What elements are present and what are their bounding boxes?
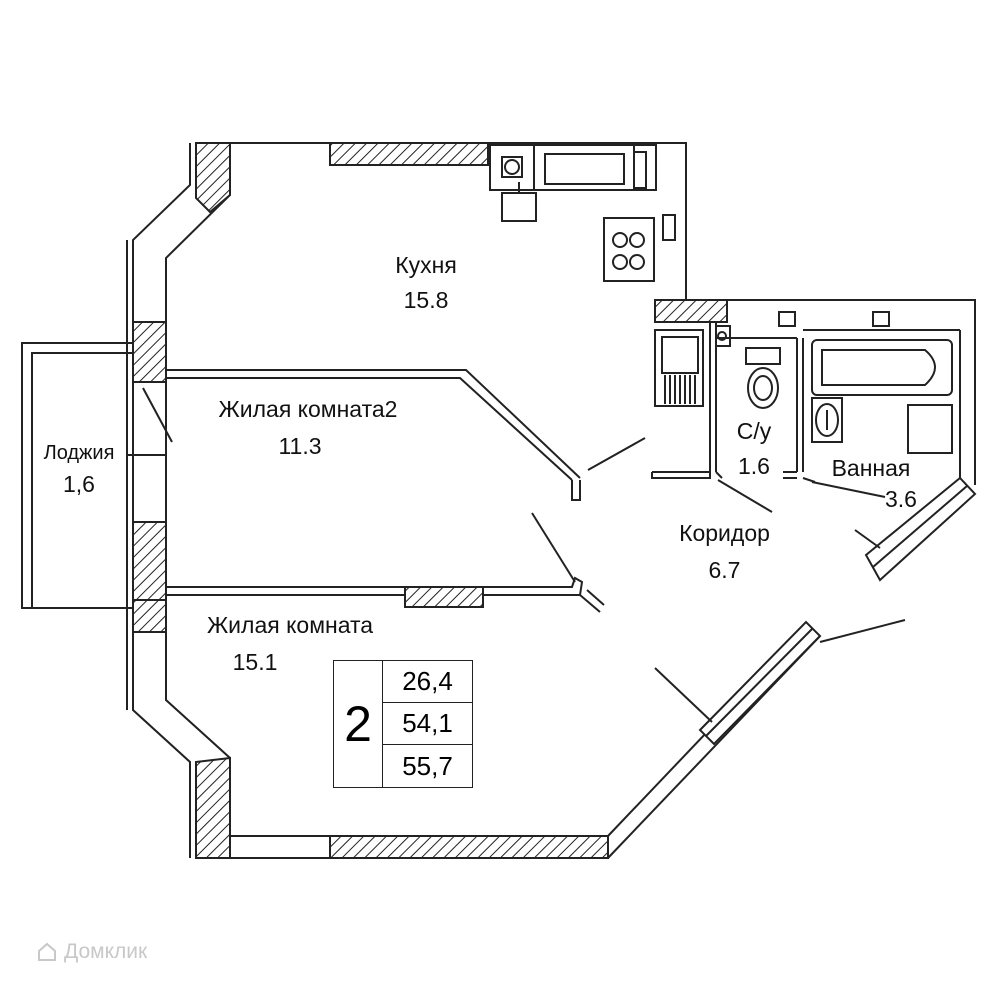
bath-name: Ванная (831, 455, 911, 481)
total-area-with-loggia: 55,7 (382, 744, 473, 788)
corridor-area: 6.7 (708, 557, 741, 583)
loggia-label: Лоджия 1,6 (34, 442, 124, 498)
main-outline (230, 142, 821, 859)
total-area: 54,1 (382, 702, 473, 745)
living2-area: 11.3 (278, 433, 322, 459)
watermark: Домклик (36, 940, 147, 964)
living2-name: Жилая комната2 (218, 396, 398, 422)
house-icon (38, 942, 56, 961)
loggia-name: Лоджия (43, 442, 115, 464)
living-label: Жилая комната 15.1 (180, 612, 400, 676)
interior-walls (166, 369, 906, 723)
wc-name: С/у (736, 418, 772, 444)
window-right-diagonal (698, 620, 822, 746)
area-legend: 2 26,4 54,1 55,7 (333, 660, 473, 788)
living2-label: Жилая комната2 11.3 (188, 396, 428, 460)
kitchen-fixtures (489, 144, 704, 407)
bath-label: Ванная 3.6 (816, 455, 926, 513)
living-area: 15.1 (232, 649, 278, 675)
wc-area: 1.6 (738, 453, 770, 479)
outer-wall-left-bay (126, 143, 231, 858)
kitchen-name: Кухня (395, 252, 457, 278)
kitchen-label: Кухня 15.8 (376, 252, 476, 314)
loggia-area: 1,6 (63, 471, 95, 497)
hatched-walls (132, 142, 728, 859)
living-area-total: 26,4 (382, 660, 473, 703)
living-name: Жилая комната (206, 612, 374, 638)
wc-label: С/у 1.6 (724, 418, 784, 480)
bathroom-block (651, 299, 977, 582)
kitchen-area: 15.8 (403, 287, 449, 313)
corridor-name: Коридор (679, 520, 770, 546)
bath-area: 3.6 (885, 486, 917, 512)
loggia-outline (21, 342, 173, 609)
room-count: 2 (333, 660, 383, 788)
watermark-text: Домклик (64, 940, 148, 963)
bathroom-fixtures (715, 311, 953, 454)
corridor-label: Коридор 6.7 (662, 520, 787, 584)
